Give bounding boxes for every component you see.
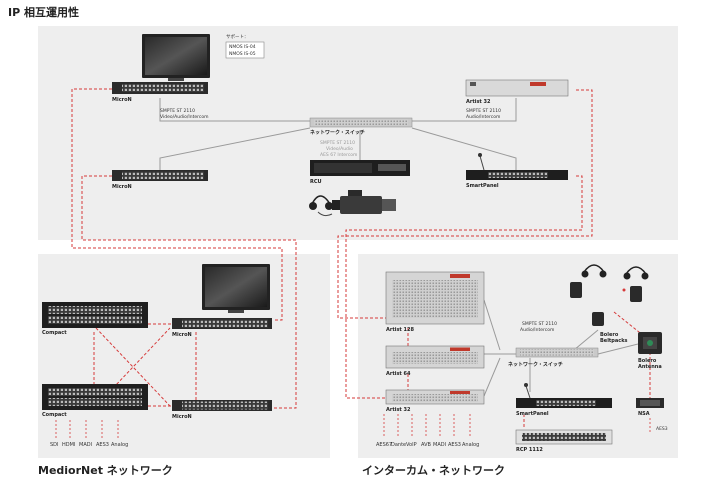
red-links xyxy=(71,88,651,428)
gray-links xyxy=(159,98,639,397)
link-compact-cross-1 xyxy=(95,327,171,407)
artist32-top-label: Artist 32 xyxy=(466,99,491,105)
io-label-aes3: AES3 xyxy=(96,442,109,448)
bolero-beltpacks-icon xyxy=(570,264,649,326)
support-box: サポート： NMOS IS-04 NMOS IS-05 xyxy=(225,33,265,59)
switch-top-label: ネットワーク・スイッチ xyxy=(310,129,365,136)
smpte-center-line-3: AES 67 Intercom xyxy=(320,152,357,158)
link-artist128-ic-switch xyxy=(483,299,501,351)
micron-mid xyxy=(112,170,208,181)
camera-icon xyxy=(332,190,396,214)
rcp-label: RCP 1112 xyxy=(516,447,543,453)
artist64-label: Artist 64 xyxy=(386,371,411,377)
support-line-1: NMOS IS-04 xyxy=(229,44,256,50)
rcu-label: RCU xyxy=(310,179,322,185)
link-ic-switch-antenna xyxy=(597,343,639,355)
io-label-sdi: SDI xyxy=(50,442,59,448)
bolero-antenna-line-1: Bolero xyxy=(638,358,657,364)
io-label-madi-ic: MADI xyxy=(433,442,446,448)
link-artist32-to-intercom xyxy=(337,89,593,319)
smartpanel-intercom xyxy=(516,383,612,408)
smpte-right-line-1: SMPTE ST 2110 xyxy=(466,108,501,114)
link-micron-top-to-mediornet xyxy=(71,88,283,321)
micron-top-label: MicroN xyxy=(112,97,132,103)
io-label-voip: VoIP xyxy=(406,442,417,448)
intercom-io-labels: AES67 Dante VoIP AVB MADI AES3 Analog xyxy=(376,442,479,448)
intercom-smpte-line-2: Audio/Intercom xyxy=(520,327,554,333)
support-line-2: NMOS IS-05 xyxy=(229,51,256,57)
rcu-unit xyxy=(310,160,410,176)
monitor-mediornet xyxy=(202,264,270,313)
io-label-analog: Analog xyxy=(111,442,128,448)
smartpanel-top xyxy=(466,153,568,180)
micron-top xyxy=(112,82,208,94)
artist64 xyxy=(385,345,485,369)
link-artist32-switch xyxy=(412,98,517,122)
artist32-top xyxy=(465,79,569,97)
artist128-label: Artist 128 xyxy=(386,327,415,333)
micron-mid-label: MicroN xyxy=(112,184,132,190)
link-smartpanel-to-intercom xyxy=(345,175,583,399)
mediornet-io-lines xyxy=(55,420,119,438)
smartpanel-top-label: SmartPanel xyxy=(466,183,499,189)
nsa-unit xyxy=(636,398,664,408)
micron-mediornet-bottom-label: MicroN xyxy=(172,414,192,420)
io-label-dante: Dante xyxy=(391,442,406,448)
artist32-intercom xyxy=(385,389,485,405)
rcp-1112 xyxy=(515,429,613,445)
io-label-aes3-ic: AES3 xyxy=(448,442,461,448)
link-micron2-switch xyxy=(159,127,311,171)
smartpanel-intercom-label: SmartPanel xyxy=(516,411,549,417)
micron-mediornet-bottom xyxy=(172,400,272,411)
intercom-section-title: インターカム・ネットワーク xyxy=(362,464,505,477)
io-label-aes67: AES67 xyxy=(376,442,392,448)
mediornet-io-labels: SDI HDMI MADI AES3 Analog xyxy=(50,442,128,448)
artist128 xyxy=(385,271,485,325)
link-bolero-antenna xyxy=(613,311,645,337)
compact-bottom-label: Compact xyxy=(42,412,67,418)
io-label-avb: AVB xyxy=(421,442,432,448)
bolero-beltpacks-line-2: Beltpacks xyxy=(600,338,628,344)
link-smartpanel-switch xyxy=(411,127,517,172)
io-label-madi: MADI xyxy=(79,442,92,448)
bolero-beltpacks-line-1: Bolero xyxy=(600,332,619,338)
link-micron-mid-to-mediornet xyxy=(81,175,297,409)
monitor-top xyxy=(142,34,210,81)
aes3-label: AES3 xyxy=(656,426,668,432)
support-header: サポート： xyxy=(226,33,249,40)
compact-top-label: Compact xyxy=(42,330,67,336)
mediornet-section-title: MediorNet ネットワーク xyxy=(38,464,173,477)
nsa-label: NSA xyxy=(638,411,650,417)
intercom-io-lines xyxy=(383,414,471,438)
ip-section-title: IP 相互運用性 xyxy=(8,6,79,19)
micron-mediornet-top-label: MicroN xyxy=(172,332,192,338)
io-label-analog-ic: Analog xyxy=(462,442,479,448)
intercom-smpte-line-1: SMPTE ST 2110 xyxy=(522,321,557,327)
micron-mediornet-top xyxy=(172,318,272,329)
smpte-left-line-1: SMPTE ST 2110 xyxy=(160,108,195,114)
artist32-intercom-label: Artist 32 xyxy=(386,407,411,413)
mediornet-region xyxy=(38,254,330,458)
link-ic-switch-beltpack xyxy=(573,329,599,351)
switch-intercom-label: ネットワーク・スイッチ xyxy=(508,361,563,368)
network-switch-top xyxy=(309,117,413,128)
link-micron-switch xyxy=(159,98,310,122)
compact-bottom xyxy=(42,384,148,410)
smpte-center-line-1: SMPTE ST 2110 xyxy=(320,140,355,146)
bolero-antenna-line-2: Antenna xyxy=(638,364,662,370)
compact-top xyxy=(42,302,148,328)
io-label-hdmi: HDMI xyxy=(62,442,75,448)
link-artist32-ic-switch xyxy=(483,357,501,397)
network-switch-intercom xyxy=(515,347,599,358)
bolero-antenna-icon xyxy=(638,332,662,354)
headset-icon-rcu xyxy=(309,195,333,217)
smpte-center-line-2: Video/Audio xyxy=(326,146,353,152)
smpte-left-line-2: Video/Audio/Intercom xyxy=(160,114,209,120)
smpte-right-line-2: Audio/Intercom xyxy=(466,114,500,120)
